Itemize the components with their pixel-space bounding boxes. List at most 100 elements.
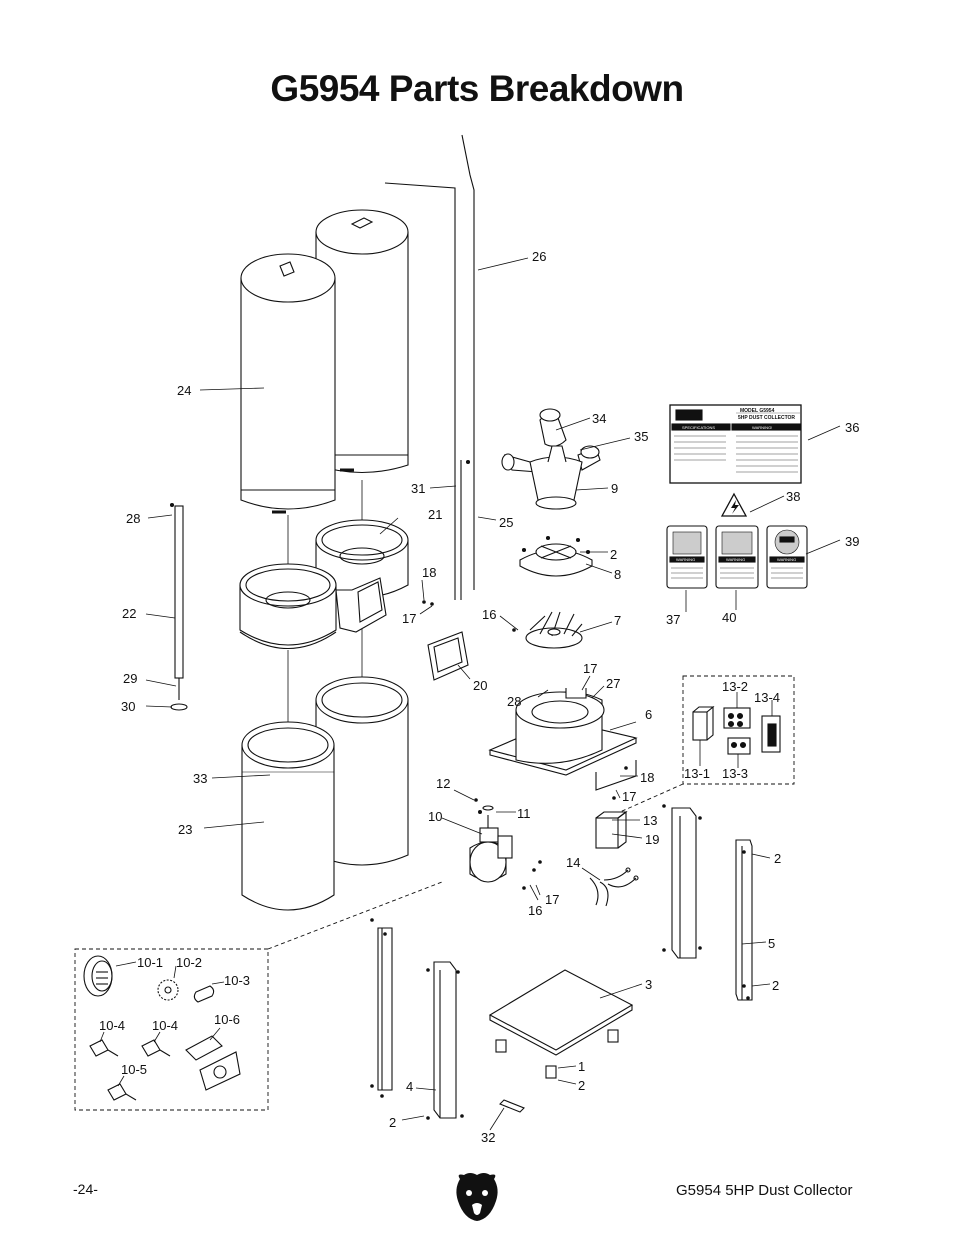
switch-part-13-1 xyxy=(692,705,715,741)
callout-24: 24 xyxy=(177,383,191,398)
spec-label-warning: WARNING! xyxy=(752,425,772,430)
callout-23: 23 xyxy=(178,822,192,837)
tag-39-warning: WARNING xyxy=(777,557,796,562)
callout-29: 29 xyxy=(123,671,137,686)
callout-33: 33 xyxy=(193,771,207,786)
callout-10-3: 10-3 xyxy=(224,973,250,988)
spec-label-specifications: SPECIFICATIONS xyxy=(682,425,715,430)
electrical-hazard-icon xyxy=(720,492,748,517)
callout-7: 7 xyxy=(614,613,621,628)
footer-model-name: G5954 5HP Dust Collector xyxy=(676,1182,853,1199)
callout-6: 6 xyxy=(645,707,652,722)
base-plate-3 xyxy=(488,969,634,1079)
callout-2e: 2 xyxy=(389,1115,396,1130)
callout-37: 37 xyxy=(666,612,680,627)
rod-assembly xyxy=(384,134,475,600)
callout-16b: 16 xyxy=(528,903,542,918)
capacitor-10-3 xyxy=(193,985,215,1003)
callout-38: 38 xyxy=(786,489,800,504)
callout-25: 25 xyxy=(499,515,513,530)
warning-tag-37 xyxy=(666,525,708,589)
flange-20 xyxy=(427,631,469,681)
blower-housing-6 xyxy=(488,688,638,791)
relay-13-3 xyxy=(727,737,751,755)
callout-10-4a: 10-4 xyxy=(99,1018,125,1033)
plate-8 xyxy=(519,535,593,577)
rear-filter-bag xyxy=(315,209,409,474)
callout-8: 8 xyxy=(614,567,621,582)
callout-2d: 2 xyxy=(578,1078,585,1093)
warning-tag-40 xyxy=(715,525,759,589)
warning-tag-39 xyxy=(766,525,808,589)
ring-21 xyxy=(315,519,409,598)
inlet-ring xyxy=(239,563,387,649)
callout-13-4: 13-4 xyxy=(754,690,780,705)
callout-28b: 28 xyxy=(507,694,521,709)
part-32 xyxy=(499,1099,525,1113)
callout-32: 32 xyxy=(481,1130,495,1145)
callout-10-2: 10-2 xyxy=(176,955,202,970)
filter-bag-24 xyxy=(240,253,336,514)
callout-5: 5 xyxy=(768,936,775,951)
callout-2c: 2 xyxy=(772,978,779,993)
leader-lines xyxy=(99,257,841,1131)
callout-10-5: 10-5 xyxy=(121,1062,147,1077)
fan-cover-10-1 xyxy=(83,955,113,997)
callouts: 24 28 22 29 30 33 23 26 31 25 21 18 17 2… xyxy=(99,249,859,1145)
callout-17c: 17 xyxy=(622,789,636,804)
machine-label-36 xyxy=(669,404,802,484)
callout-28a: 28 xyxy=(126,511,140,526)
callout-10: 10 xyxy=(428,809,442,824)
callout-14: 14 xyxy=(566,855,580,870)
motor-detail-box xyxy=(74,948,269,1111)
callout-12: 12 xyxy=(436,776,450,791)
callout-11: 11 xyxy=(517,806,531,821)
spec-label-name: 5HP DUST COLLECTOR xyxy=(738,415,795,421)
page-title: G5954 Parts Breakdown xyxy=(270,68,684,109)
callout-34: 34 xyxy=(592,411,606,426)
callout-22: 22 xyxy=(122,606,136,621)
callout-27: 27 xyxy=(606,676,620,691)
rear-collection-bag xyxy=(315,676,409,866)
callout-17a: 17 xyxy=(402,611,416,626)
tag-40-warning: WARNING xyxy=(726,557,745,562)
callout-2b: 2 xyxy=(774,851,781,866)
callout-13-3: 13-3 xyxy=(722,766,748,781)
callout-26: 26 xyxy=(532,249,546,264)
callout-21: 21 xyxy=(428,507,442,522)
callout-35: 35 xyxy=(634,429,648,444)
callout-2a: 2 xyxy=(610,547,617,562)
callout-18b: 18 xyxy=(640,770,654,785)
inlet-manifold xyxy=(501,408,601,510)
switch-detail-box xyxy=(682,675,795,785)
callout-17d: 17 xyxy=(545,892,559,907)
fasteners xyxy=(370,600,750,1120)
callout-13-1: 13-1 xyxy=(684,766,710,781)
bear-head-logo xyxy=(456,1173,498,1221)
leg-channel-left xyxy=(377,927,393,1091)
callout-16a: 16 xyxy=(482,607,496,622)
callout-18a: 18 xyxy=(422,565,436,580)
tag-37-warning: WARNING xyxy=(676,557,695,562)
junction-box-10-6 xyxy=(185,1035,241,1091)
capacitor-10-5 xyxy=(107,1083,137,1101)
callout-9: 9 xyxy=(611,481,618,496)
callout-10-6: 10-6 xyxy=(214,1012,240,1027)
callout-17b: 17 xyxy=(583,661,597,676)
leg-4 xyxy=(433,961,457,1119)
contactor-13-2 xyxy=(723,707,751,729)
page-number: -24- xyxy=(73,1181,98,1197)
callout-19: 19 xyxy=(645,832,659,847)
callout-20: 20 xyxy=(473,678,487,693)
callout-4: 4 xyxy=(406,1079,413,1094)
callout-1: 1 xyxy=(578,1059,585,1074)
fan-10-2 xyxy=(157,979,179,1001)
callout-10-4b: 10-4 xyxy=(152,1018,178,1033)
callout-13-2: 13-2 xyxy=(722,679,748,694)
power-cord-14 xyxy=(589,867,639,907)
callout-36: 36 xyxy=(845,420,859,435)
callout-40: 40 xyxy=(722,610,736,625)
spec-label-model: MODEL G5954 xyxy=(740,408,775,414)
switch-box-13 xyxy=(595,810,628,849)
